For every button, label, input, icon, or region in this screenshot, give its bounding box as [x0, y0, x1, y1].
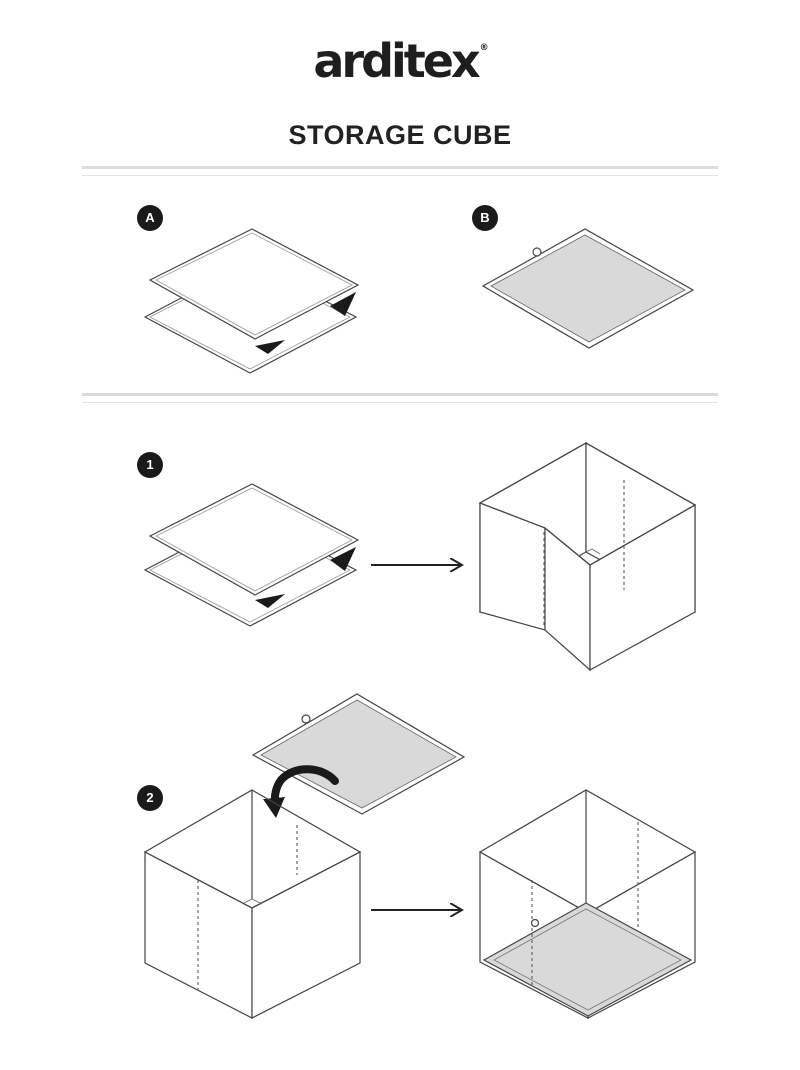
part-b-base-board [481, 228, 695, 349]
part-a-folded-panels [143, 228, 360, 374]
step-2-curved-arrow [263, 765, 339, 818]
step-2-base-board [251, 693, 466, 815]
step-2-assembled-cube [478, 789, 697, 1019]
page-title: STORAGE CUBE [288, 120, 512, 150]
divider-top [82, 166, 718, 169]
brand-logo-text: arditex [313, 34, 480, 88]
step-1-folded-panels [143, 483, 360, 627]
step-2-badge: 2 [137, 785, 163, 811]
divider-middle [82, 393, 718, 396]
registered-mark: ® [479, 43, 489, 53]
divider-top-thin [82, 175, 718, 176]
step-1-badge: 1 [137, 452, 163, 478]
part-b-badge: B [472, 205, 498, 231]
divider-middle-thin [82, 402, 718, 403]
brand-logo: arditex® [0, 38, 800, 84]
part-a-badge: A [137, 205, 163, 231]
step-2-open-cube [143, 789, 362, 1019]
step-1-opened-cube [478, 441, 697, 672]
